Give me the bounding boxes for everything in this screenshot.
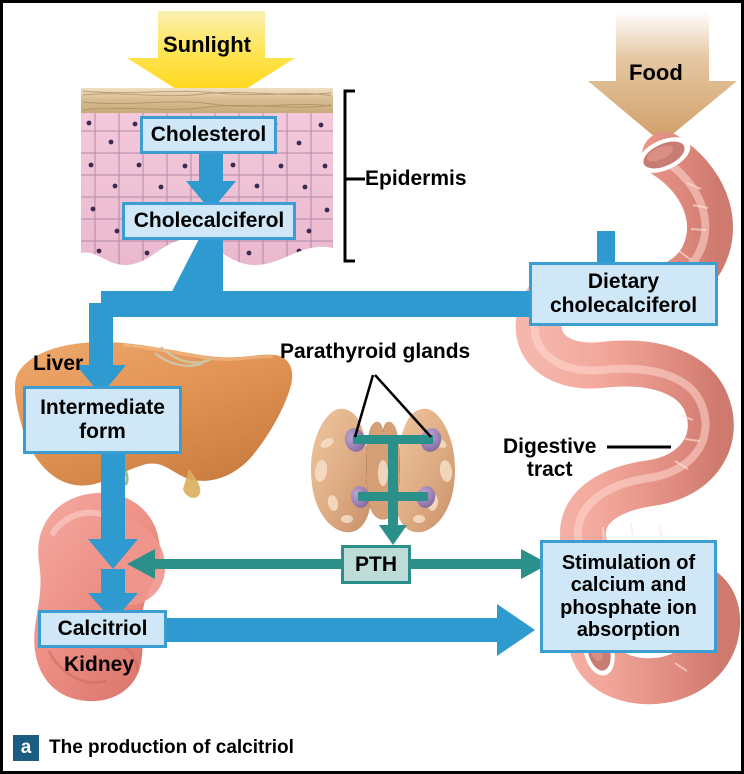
liver-label: Liver xyxy=(33,352,84,375)
arrow-intermediate-to-kidney xyxy=(88,453,138,569)
epidermis-label: Epidermis xyxy=(365,167,467,190)
sunlight-label: Sunlight xyxy=(163,32,251,57)
parathyroid-leader-left xyxy=(353,374,375,438)
node-cholecalciferol[interactable]: Cholecalciferol xyxy=(122,202,296,240)
node-pth[interactable]: PTH xyxy=(341,545,411,584)
caption-text: The production of calcitriol xyxy=(49,737,294,758)
epidermis-bracket xyxy=(343,89,355,263)
arrow-parathyroid-to-pth xyxy=(379,503,407,545)
kidney-label: Kidney xyxy=(64,653,135,676)
node-intermediate-form[interactable]: Intermediate form xyxy=(23,386,182,454)
parathyroid-glands-label: Parathyroid glands xyxy=(280,340,471,363)
arrow-pth-to-kidney xyxy=(127,549,341,579)
digestive-tract-label: Digestive tract xyxy=(503,435,597,482)
node-dietary-cholecalciferol[interactable]: Dietary cholecalciferol xyxy=(529,262,718,326)
figure-caption: a The production of calcitriol xyxy=(3,725,741,771)
parathyroid-leader-right xyxy=(374,374,432,438)
node-calcitriol[interactable]: Calcitriol xyxy=(38,610,167,648)
pipe-main-trunk xyxy=(101,291,531,317)
arrow-pth-to-stimulation xyxy=(411,549,549,579)
food-arrow-shape xyxy=(588,11,737,143)
blue-pathway xyxy=(76,153,615,656)
teal-pathway xyxy=(127,435,549,579)
arrow-trunk-to-liver xyxy=(76,303,126,395)
gut-lumen-opening xyxy=(637,137,691,173)
node-cholesterol[interactable]: Cholesterol xyxy=(140,116,277,154)
food-label: Food xyxy=(629,60,683,85)
leader-lines-layer xyxy=(343,89,671,449)
node-stimulation[interactable]: Stimulation of calcium and phosphate ion… xyxy=(540,540,717,653)
arrow-kidney-to-calcitriol xyxy=(88,569,138,621)
sunlight-arrow-shape xyxy=(127,11,295,111)
parathyroid-stem xyxy=(388,435,398,531)
arrow-cholesterol-to-cholecalciferol xyxy=(186,153,236,211)
pathway-arrows-layer xyxy=(76,153,615,656)
arrow-calcitriol-to-stimulation xyxy=(151,604,535,656)
caption-badge: a xyxy=(13,735,39,761)
